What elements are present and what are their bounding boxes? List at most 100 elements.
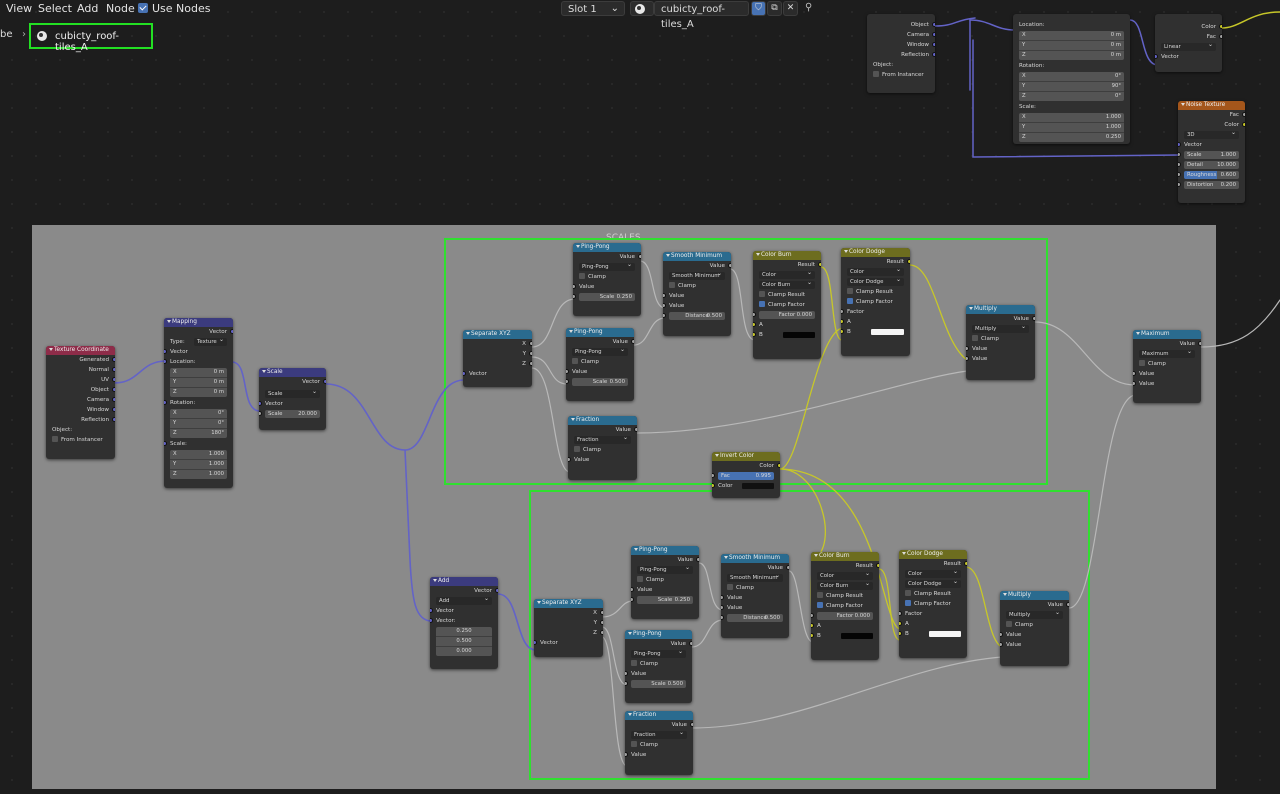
operation-dropdown[interactable]: Ping-Pong <box>631 564 699 575</box>
clamp-checkbox[interactable]: Clamp <box>1133 359 1201 369</box>
clamp-result-checkbox[interactable]: Clamp Result <box>753 290 821 300</box>
node-smooth-min-1[interactable]: Smooth Minimum Value Smooth Minimum Clam… <box>663 252 731 336</box>
material-name-field[interactable]: cubicty_roof-tiles_A <box>654 1 749 30</box>
from-instancer-checkbox[interactable]: From Instancer <box>867 70 935 80</box>
object-field[interactable]: Object: <box>52 427 73 433</box>
node-fraction-2[interactable]: Fraction Value Fraction Clamp Value <box>625 711 693 775</box>
operation-dropdown[interactable]: Ping-Pong <box>625 648 692 659</box>
fake-user-icon[interactable]: ⛉ <box>751 1 766 16</box>
clamp-result-checkbox[interactable]: Clamp Result <box>841 287 910 297</box>
node-title[interactable]: Color Dodge <box>899 550 967 559</box>
node-title[interactable]: Maximum <box>1133 330 1201 339</box>
node-ping-pong-1b[interactable]: Ping-Pong Value Ping-Pong Clamp Value Sc… <box>566 328 634 401</box>
breadcrumb-object[interactable]: be <box>0 29 13 40</box>
operation-dropdown[interactable]: Multiply <box>1000 609 1069 620</box>
node-title[interactable]: Invert Color <box>712 452 780 461</box>
clamp-checkbox[interactable]: Clamp <box>568 445 637 455</box>
menu-select[interactable]: Select <box>38 2 72 15</box>
object-field[interactable]: Object: <box>873 62 894 68</box>
add-vector[interactable]: 0.250 0.500 0.000 <box>436 627 492 656</box>
node-title[interactable]: Noise Texture <box>1178 101 1245 110</box>
node-title[interactable]: Fraction <box>568 416 637 425</box>
operation-dropdown[interactable]: Smooth Minimum <box>721 572 789 583</box>
menu-view[interactable]: View <box>6 2 33 15</box>
node-color-burn-1[interactable]: Color Burn Result Color Color Burn Clamp… <box>753 251 821 359</box>
node-color-dodge-2[interactable]: Color Dodge Result Color Color Dodge Cla… <box>899 550 967 658</box>
node-title[interactable]: Ping-Pong <box>566 328 634 337</box>
node-ping-pong-2a[interactable]: Ping-Pong Value Ping-Pong Clamp Value Sc… <box>631 546 699 619</box>
from-instancer-checkbox[interactable]: From Instancer <box>46 435 115 445</box>
clamp-result-checkbox[interactable]: Clamp Result <box>811 591 879 601</box>
operation-dropdown[interactable]: Multiply <box>966 323 1035 334</box>
node-multiply-1[interactable]: Multiply Value Multiply Clamp Value Valu… <box>966 305 1035 380</box>
node-title[interactable]: Smooth Minimum <box>721 554 789 563</box>
data-type-dropdown[interactable]: Color <box>753 269 821 280</box>
node-fraction-1[interactable]: Fraction Value Fraction Clamp Value <box>568 416 637 480</box>
use-nodes-label[interactable]: Use Nodes <box>152 2 211 15</box>
data-type-dropdown[interactable]: Color <box>899 568 967 579</box>
use-nodes-checkbox[interactable] <box>138 3 148 13</box>
node-title[interactable]: Multiply <box>1000 591 1069 600</box>
clamp-factor-checkbox[interactable]: Clamp Factor <box>811 601 879 611</box>
node-color-burn-2[interactable]: Color Burn Result Color Color Burn Clamp… <box>811 552 879 660</box>
clamp-checkbox[interactable]: Clamp <box>566 357 634 367</box>
node-ping-pong-1a[interactable]: Ping-Pong Value Ping-Pong Clamp Value Sc… <box>573 243 641 316</box>
blend-mode-dropdown[interactable]: Color Dodge <box>841 276 910 287</box>
node-title[interactable]: Ping-Pong <box>631 546 699 555</box>
node-title[interactable]: Color Dodge <box>841 248 910 257</box>
close-icon[interactable]: ✕ <box>783 1 798 16</box>
node-title[interactable]: Scale <box>259 368 326 377</box>
clamp-factor-checkbox[interactable]: Clamp Factor <box>753 300 821 310</box>
node-title[interactable]: Separate XYZ <box>463 330 532 339</box>
node-texture-coordinate[interactable]: Texture Coordinate Generated Normal UV O… <box>46 346 115 459</box>
clamp-checkbox[interactable]: Clamp <box>721 583 789 593</box>
node-title[interactable]: Color Burn <box>753 251 821 260</box>
operation-dropdown[interactable]: Ping-Pong <box>566 346 634 357</box>
node-title[interactable]: Mapping <box>164 318 233 327</box>
clamp-checkbox[interactable]: Clamp <box>1000 620 1069 630</box>
node-separate-xyz-2[interactable]: Separate XYZ X Y Z Vector <box>534 599 603 657</box>
menu-node[interactable]: Node <box>106 2 135 15</box>
clamp-checkbox[interactable]: Clamp <box>631 575 699 585</box>
clamp-checkbox[interactable]: Clamp <box>625 740 693 750</box>
operation-dropdown[interactable]: Fraction <box>568 434 637 445</box>
blend-mode-dropdown[interactable]: Color Dodge <box>899 578 967 589</box>
operation-dropdown[interactable]: Fraction <box>625 729 693 740</box>
duplicate-icon[interactable]: ⧉ <box>767 1 782 16</box>
clamp-checkbox[interactable]: Clamp <box>663 281 731 291</box>
node-color-ramp-top[interactable]: Color Fac Linear Vector <box>1155 14 1222 72</box>
interpolation-dropdown[interactable]: Linear <box>1155 41 1222 52</box>
node-noise-texture[interactable]: Noise Texture Fac Color 3D Vector Scale1… <box>1178 101 1245 203</box>
node-title[interactable]: Multiply <box>966 305 1035 314</box>
data-type-dropdown[interactable]: Color <box>841 266 910 277</box>
clamp-factor-checkbox[interactable]: Clamp Factor <box>841 297 910 307</box>
node-title[interactable]: Smooth Minimum <box>663 252 731 261</box>
type-dropdown[interactable]: Type:Texture <box>164 336 233 347</box>
operation-dropdown[interactable]: Scale <box>259 388 326 399</box>
material-browse-button[interactable] <box>630 1 654 16</box>
node-smooth-min-2[interactable]: Smooth Minimum Value Smooth Minimum Clam… <box>721 554 789 638</box>
clamp-checkbox[interactable]: Clamp <box>573 272 641 282</box>
node-mapping[interactable]: Mapping Vector Type:Texture Vector Locat… <box>164 318 233 488</box>
blend-mode-dropdown[interactable]: Color Burn <box>811 580 879 591</box>
clamp-checkbox[interactable]: Clamp <box>625 659 692 669</box>
node-separate-xyz-1[interactable]: Separate XYZ X Y Z Vector <box>463 330 532 387</box>
node-title[interactable]: Ping-Pong <box>625 630 692 639</box>
clamp-checkbox[interactable]: Clamp <box>966 334 1035 344</box>
